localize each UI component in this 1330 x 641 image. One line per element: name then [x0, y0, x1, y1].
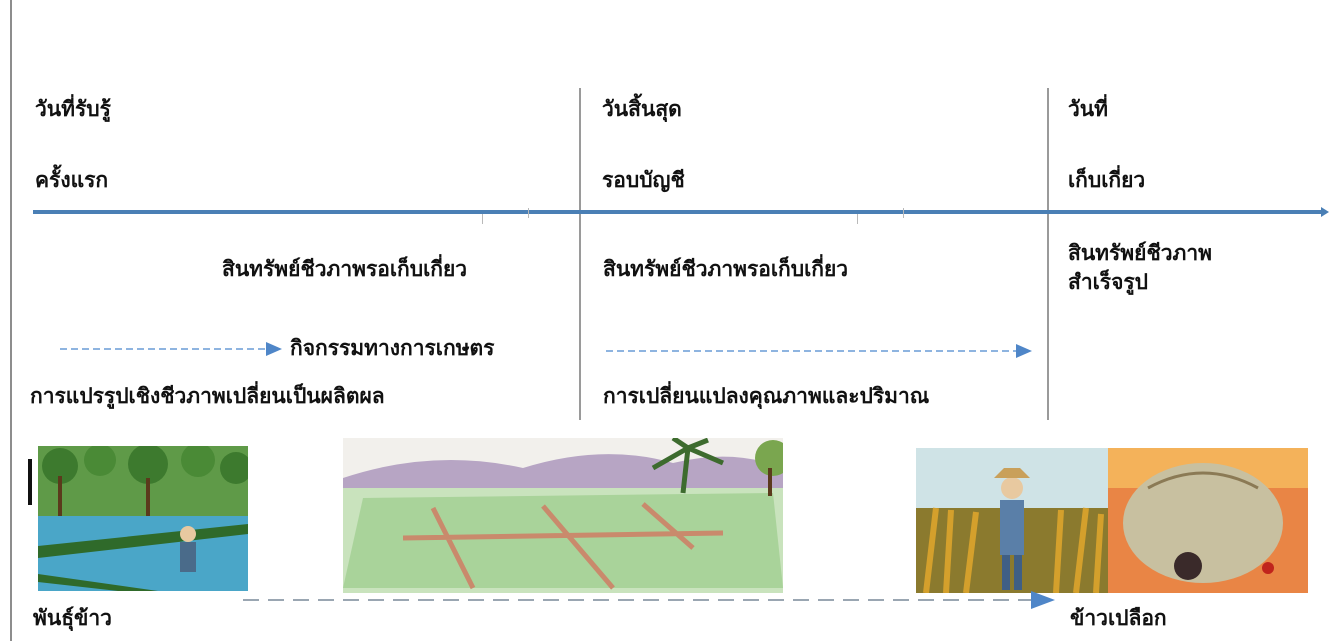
- axis-tick: [857, 214, 858, 224]
- divider-first-recognition: [579, 88, 581, 420]
- rice-harvest-illustration: [916, 448, 1108, 593]
- date-first-recognition-line1: วันที่รับรู้: [35, 97, 111, 121]
- asset-mature-line2: สำเร็จรูป: [1068, 270, 1148, 294]
- seed-to-paddy-arrow: [243, 591, 1055, 609]
- rice-field-illustration: [343, 438, 783, 593]
- quality-quantity-change-label: การเปลี่ยนแปลงคุณภาพและปริมาณ: [603, 384, 930, 408]
- date-first-recognition-line2: ครั้งแรก: [35, 168, 109, 192]
- axis-tick: [482, 214, 483, 224]
- asset-immature-left: สินทรัพย์ชีวภาพรอเก็บเกี่ยว: [222, 257, 468, 281]
- axis-tick: [528, 208, 529, 218]
- date-period-end-line1: วันสิ้นสุด: [602, 97, 682, 121]
- asset-immature-middle: สินทรัพย์ชีวภาพรอเก็บเกี่ยว: [603, 257, 849, 281]
- activity-arrow-left: [60, 342, 282, 356]
- timeline-axis: [33, 207, 1329, 217]
- paddy-rice-label: ข้าวเปลือก: [1070, 606, 1167, 630]
- date-harvest-line2: เก็บเกี่ยว: [1068, 168, 1146, 192]
- activity-arrow-middle: [606, 344, 1032, 358]
- date-harvest-line1: วันที่: [1068, 97, 1108, 121]
- rice-seed-label: พันธุ์ข้าว: [33, 606, 112, 630]
- axis-tick: [903, 208, 904, 218]
- left-border-line: [10, 0, 12, 641]
- agricultural-activity-label: กิจกรรมทางการเกษตร: [290, 336, 495, 360]
- asset-mature-line1: สินทรัพย์ชีวภาพ: [1068, 241, 1212, 265]
- rice-planting-illustration: [38, 446, 248, 591]
- biological-transformation-label: การแปรรูปเชิงชีวภาพเปลี่ยนเป็นผลิตผล: [30, 384, 385, 408]
- image-edge-mark: [28, 459, 32, 505]
- rice-sack-illustration: [1108, 448, 1308, 593]
- divider-period-end: [1047, 88, 1049, 420]
- date-period-end-line2: รอบบัญชี: [602, 168, 685, 192]
